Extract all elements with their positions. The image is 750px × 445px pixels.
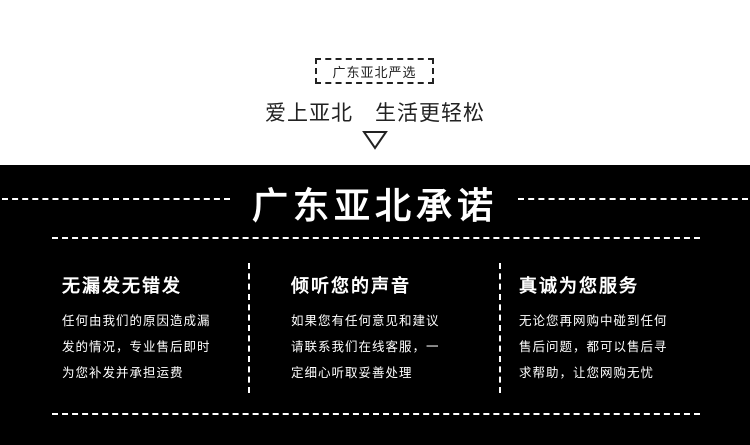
title-divider-left [2,198,230,200]
promise-card: 倾听您的声音 如果您有任何意见和建议 请联系我们在线客服，一 定细心听取妥善处理 [291,272,481,386]
column-divider [248,263,250,393]
promise-card: 真诚为您服务 无论您再网购中碰到任何 售后问题，都可以售后寻 求帮助，让您网购无… [519,272,709,386]
slogan: 爱上亚北生活更轻松 [0,97,750,127]
down-triangle-icon [362,131,388,150]
promise-heading: 真诚为您服务 [519,276,639,297]
brand-tag: 广东亚北严选 [315,58,434,84]
title-divider-right [518,198,748,200]
promise-heading: 无漏发无错发 [62,276,182,297]
promise-section: 广东亚北承诺 无漏发无错发 任何由我们的原因造成漏 发的情况，专业售后即时 为您… [0,165,750,445]
promise-card: 无漏发无错发 任何由我们的原因造成漏 发的情况，专业售后即时 为您补发并承担运费 [62,272,252,386]
slogan-right: 生活更轻松 [375,101,485,125]
promise-heading: 倾听您的声音 [291,276,411,297]
top-dashed-divider [52,237,700,239]
bottom-dashed-divider [52,413,700,415]
promise-body: 任何由我们的原因造成漏 发的情况，专业售后即时 为您补发并承担运费 [62,313,211,380]
promise-body: 如果您有任何意见和建议 请联系我们在线客服，一 定细心听取妥善处理 [291,313,440,380]
header-area: 广东亚北严选 爱上亚北生活更轻松 [0,0,750,165]
section-title: 广东亚北承诺 [251,186,498,227]
slogan-left: 爱上亚北 [265,101,353,125]
column-divider [499,263,501,393]
promise-body: 无论您再网购中碰到任何 售后问题，都可以售后寻 求帮助，让您网购无忧 [519,313,668,380]
